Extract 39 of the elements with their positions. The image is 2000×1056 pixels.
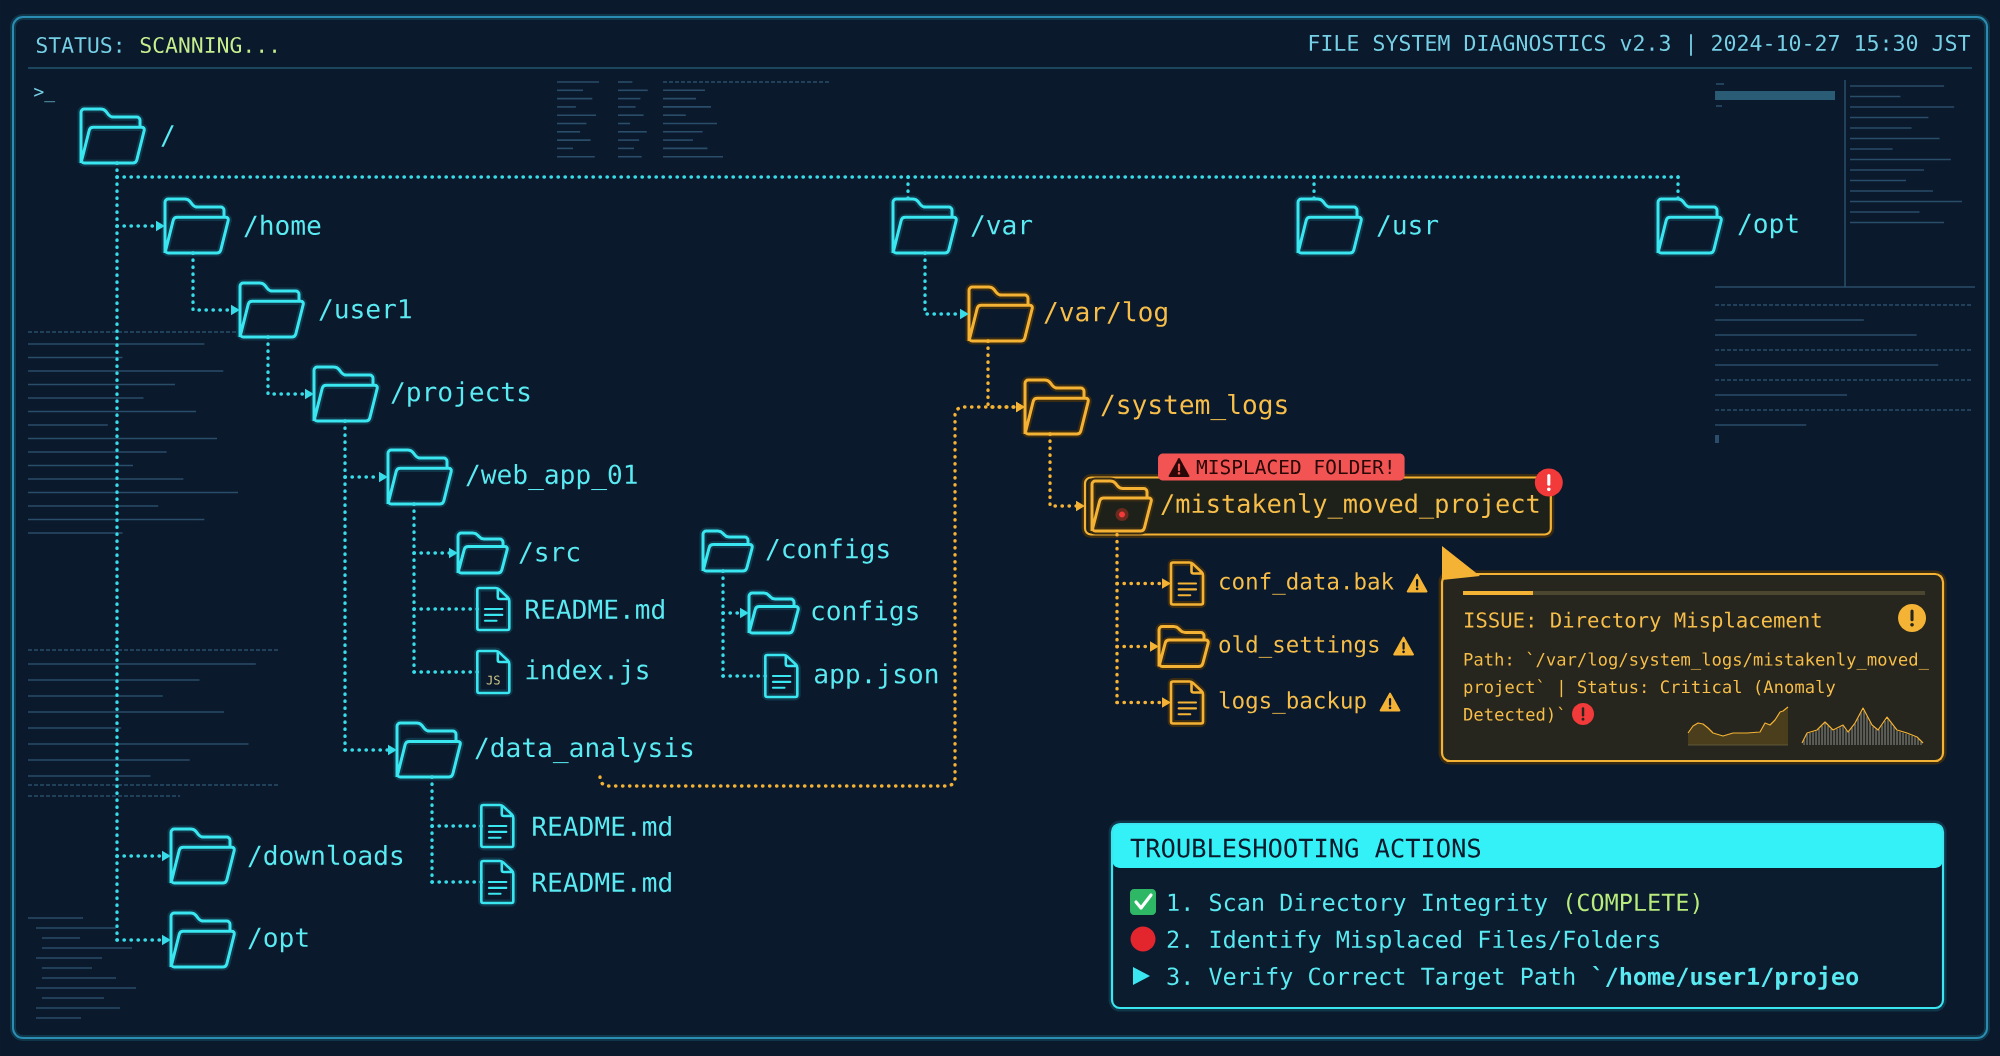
callout-box: ISSUE: Directory Misplacement Path: `/var/log/system_logs/mistakenly_moved_project` | Status: Critical (Anomaly Detected)` [1438, 546, 1947, 765]
folder-label: configs [812, 600, 918, 626]
connector-line [1676, 175, 1680, 201]
connector-line [430, 824, 483, 828]
folder-label: /opt [1738, 213, 1798, 239]
folder-label: old_settings [1219, 635, 1379, 658]
folder-label: /data_analysis [475, 736, 693, 764]
header-title: FILE SYSTEM DIAGNOSTICS v2.3 | 2024-10-27 15:30 JST [1309, 34, 1971, 56]
file-label: README.md [533, 871, 671, 893]
folder-label: /var/log [1044, 301, 1167, 327]
folder-label: /var [971, 215, 1033, 237]
file-type-text: JS [486, 675, 500, 685]
file-label: index.js [526, 659, 648, 685]
folder-label: /opt [248, 927, 308, 953]
status-label: STATUS: [36, 36, 121, 54]
file-label: conf_data.bak [1220, 572, 1394, 595]
folder-label: /user1 [319, 299, 411, 321]
connector-line [412, 670, 479, 674]
file-label: README.md [533, 815, 671, 837]
actions-panel: TROUBLESHOOTING ACTIONS 1. Scan Directory Integrity (COMPLETE) 2. Identify Misplaced Files/Folders 3. Verify Correct Target Path `/home/user1/projeo [1108, 820, 1947, 1012]
folder-label: /home [244, 214, 321, 238]
folder-label: /web_app_01 [466, 464, 637, 491]
connector-line [1312, 175, 1316, 201]
status-value: SCANNING... [140, 36, 276, 54]
folder-label: /usr [1377, 215, 1439, 237]
file-label: logs_backup [1219, 691, 1366, 714]
folder-label: /configs [766, 538, 889, 564]
file-label: README.md [526, 598, 664, 620]
connector-line [412, 607, 479, 611]
folder-label: /downloads [248, 844, 403, 868]
prompt-text: >_ [34, 87, 56, 103]
connector-line [430, 880, 483, 884]
connector-line [721, 674, 768, 678]
folder-label: / [161, 125, 174, 147]
folder-label: /system_logs [1101, 393, 1287, 421]
file-label: app.json [815, 663, 938, 689]
folder-label: /projects [391, 381, 530, 407]
connector-line [906, 175, 910, 201]
folder-label: /src [519, 542, 579, 564]
